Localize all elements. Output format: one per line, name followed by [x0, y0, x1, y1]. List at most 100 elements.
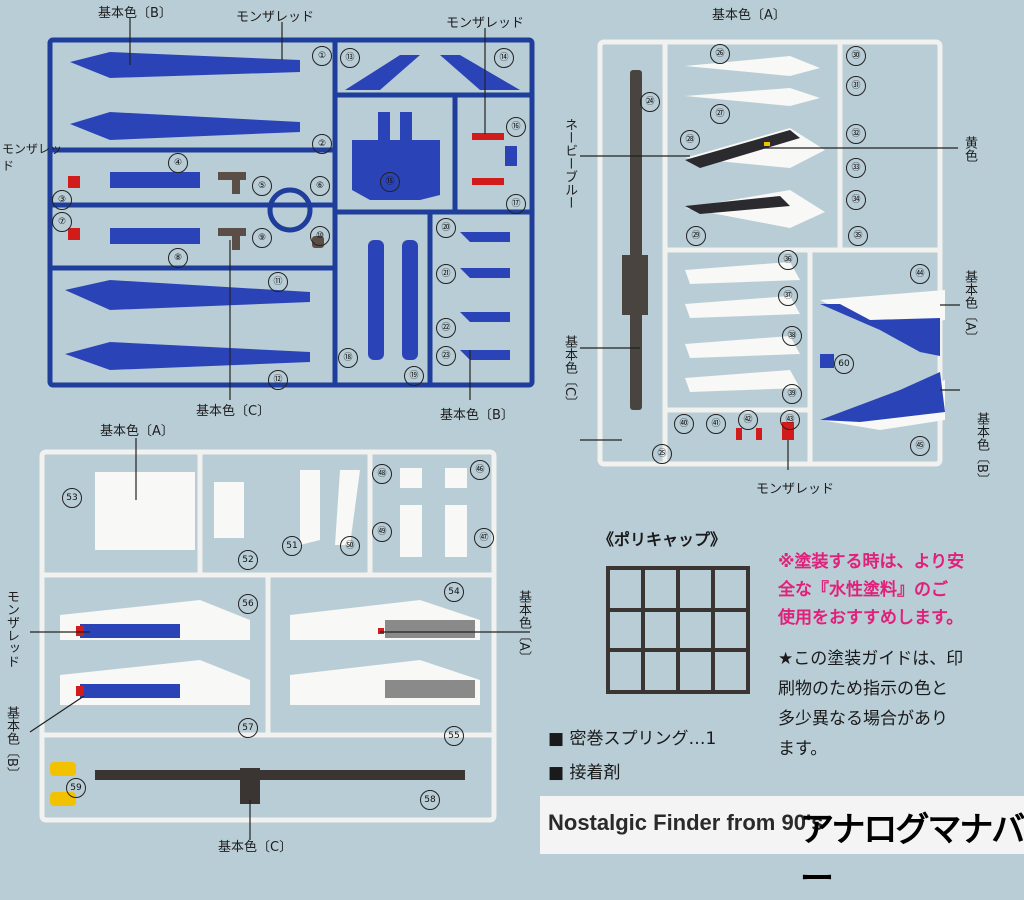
guide-note-line: 刷物のため指示の色と — [778, 679, 948, 699]
part-number: ㉚ — [846, 46, 866, 66]
part-number: 52 — [238, 550, 258, 570]
label-base-b-top: 基本色〔B〕 — [98, 6, 172, 21]
part-number: ⑨ — [252, 228, 272, 248]
part-number: ㉑ — [436, 264, 456, 284]
label-monza-bottom-left: モンザレッド — [4, 590, 19, 668]
accessory-spring: ■ 密巻スプリング…1 — [548, 729, 717, 749]
part-number: ⑳ — [436, 218, 456, 238]
part-number: ⑤ — [252, 176, 272, 196]
part-number: 60 — [834, 354, 854, 374]
part-number: ㊱ — [778, 250, 798, 270]
part-number: ㉕ — [652, 444, 672, 464]
polycap-runner — [606, 566, 750, 694]
white-runner-bottom — [39, 449, 497, 823]
part-number: 59 — [66, 778, 86, 798]
part-number: ⑬ — [340, 48, 360, 68]
part-number: ㊷ — [738, 410, 758, 430]
part-number: 54 — [444, 582, 464, 602]
part-number: ① — [312, 46, 332, 66]
part-number: ㊿ — [340, 536, 360, 556]
watermark-banner: Nostalgic Finder from 90's アナログマナバー — [540, 796, 1024, 899]
part-number: 58 — [420, 790, 440, 810]
red-parts — [68, 133, 504, 240]
part-number: ㉙ — [686, 226, 706, 246]
part-number: ㉒ — [436, 318, 456, 338]
label-base-c-right: 基本色〔C〕 — [562, 335, 577, 410]
label-monza-left: モンザレッド — [2, 142, 63, 173]
blue-runner — [47, 37, 535, 388]
label-base-a-top-right: 基本色〔A〕 — [712, 8, 786, 23]
part-number: ⑩ — [310, 226, 330, 246]
part-number: ㊽ — [372, 464, 392, 484]
guide-note-line: 多少異なる場合があり — [778, 709, 948, 729]
part-number: ⑰ — [506, 194, 526, 214]
instruction-sheet: 基本色〔B〕 モンザレッド モンザレッド モンザレッド 基本色〔C〕 基本色〔B… — [2, 6, 1024, 899]
part-number: ㊼ — [474, 528, 494, 548]
part-number: ㉔ — [640, 92, 660, 112]
label-monza-top2: モンザレッド — [446, 16, 525, 31]
part-number: ㉘ — [680, 130, 700, 150]
part-number: ⑦ — [52, 212, 72, 232]
paint-note-line: 全な『水性塗料』のご — [778, 580, 948, 600]
label-base-b-blue: 基本色〔B〕 — [440, 408, 514, 423]
part-number: ⑪ — [268, 272, 288, 292]
part-number: ㊶ — [706, 414, 726, 434]
part-number: ㊹ — [910, 264, 930, 284]
part-number: ㊾ — [372, 522, 392, 542]
guide-note-line: ★この塗装ガイドは、印 — [778, 649, 964, 669]
navy-parts — [685, 130, 800, 214]
blue-parts — [65, 52, 520, 370]
label-base-b-bottom-left: 基本色〔B〕 — [4, 706, 19, 780]
part-number: ⑮ — [380, 172, 400, 192]
part-number: ㊵ — [674, 414, 694, 434]
watermark-english: Nostalgic Finder from 90's — [548, 810, 824, 835]
part-number: 51 — [282, 536, 302, 556]
runner-diagrams — [29, 18, 960, 840]
label-base-c-blue: 基本色〔C〕 — [196, 404, 271, 419]
part-number: ③ — [52, 190, 72, 210]
part-number: ㊴ — [782, 384, 802, 404]
paint-note-line: ※塗装する時は、より安 — [778, 552, 965, 572]
part-number: ⑫ — [268, 370, 288, 390]
part-number: ㉖ — [710, 44, 730, 64]
part-number: ④ — [168, 153, 188, 173]
part-number: ㉝ — [846, 158, 866, 178]
part-number: 55 — [444, 726, 464, 746]
label-base-b-right: 基本色〔B〕 — [974, 412, 989, 486]
part-number: ② — [312, 134, 332, 154]
part-number: ⑭ — [494, 48, 514, 68]
paint-note: ※塗装する時は、より安 全な『水性塗料』のご 使用をおすすめします。 — [778, 548, 1018, 632]
leader-lines — [29, 18, 960, 840]
guide-note-line: ます。 — [778, 739, 828, 759]
label-base-a-right: 基本色〔A〕 — [962, 270, 977, 344]
paint-note-line: 使用をおすすめします。 — [778, 608, 964, 628]
part-number: ㊸ — [780, 410, 800, 430]
part-number: ㊻ — [470, 460, 490, 480]
part-number: ⑲ — [404, 366, 424, 386]
polycap-title: 《ポリキャップ》 — [598, 530, 727, 549]
part-number: ㉗ — [710, 104, 730, 124]
part-number: ⑯ — [506, 117, 526, 137]
label-yellow: 黄色 — [962, 136, 977, 162]
part-number: ⑧ — [168, 248, 188, 268]
label-base-c-bottom: 基本色〔C〕 — [218, 840, 293, 855]
part-number: ㊳ — [782, 326, 802, 346]
right-blue-parts — [820, 304, 945, 422]
part-number: ㉓ — [436, 346, 456, 366]
navy-rod — [622, 70, 648, 410]
part-number: ㉛ — [846, 76, 866, 96]
label-monza-top1: モンザレッド — [236, 10, 315, 25]
part-number: 53 — [62, 488, 82, 508]
part-number: 56 — [238, 594, 258, 614]
label-base-a-bottom-left: 基本色〔A〕 — [100, 424, 174, 439]
label-navy-blue: ネービーブルー — [562, 118, 577, 209]
part-number: ㉞ — [846, 190, 866, 210]
guide-note: ★この塗装ガイドは、印 刷物のため指示の色と 多少異なる場合があり ます。 — [778, 644, 1018, 764]
accessory-glue: ■ 接着剤 — [548, 763, 621, 783]
part-number: ⑥ — [310, 176, 330, 196]
part-number: ㉟ — [848, 226, 868, 246]
part-number: ㉜ — [846, 124, 866, 144]
watermark-logo: アナログマナバー — [800, 810, 1024, 899]
part-number: ⑱ — [338, 348, 358, 368]
part-number: ㊲ — [778, 286, 798, 306]
